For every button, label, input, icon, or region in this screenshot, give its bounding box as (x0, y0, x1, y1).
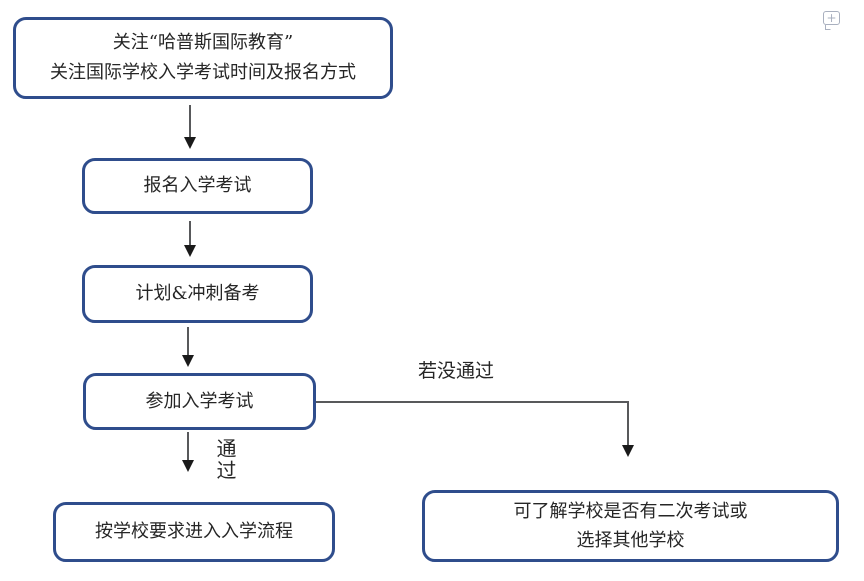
flow-node-retry-line1: 可了解学校是否有二次考试或 (513, 501, 748, 522)
flow-node-register: 报名入学考试 (82, 158, 313, 214)
arrow-register-to-plan (184, 221, 196, 257)
flow-node-admission: 按学校要求进入入学流程 (53, 502, 335, 562)
edge-label-fail: 若没通过 (418, 360, 495, 382)
flow-node-follow: 关注“哈普斯国际教育” 关注国际学校入学考试时间及报名方式 (13, 17, 393, 99)
flow-node-admission-label: 按学校要求进入入学流程 (95, 521, 293, 542)
flow-node-retry: 可了解学校是否有二次考试或 选择其他学校 (422, 490, 839, 562)
flow-node-retry-line2: 选择其他学校 (576, 530, 685, 551)
arrow-follow-to-register (184, 105, 196, 149)
flow-node-follow-line1: 关注“哈普斯国际教育” (112, 32, 294, 53)
flow-node-plan-label: 计划&冲刺备考 (135, 283, 260, 304)
flow-node-exam: 参加入学考试 (83, 373, 316, 430)
arrow-exam-to-admission (182, 432, 194, 472)
flow-node-follow-line2: 关注国际学校入学考试时间及报名方式 (50, 62, 356, 83)
flow-node-plan: 计划&冲刺备考 (82, 265, 313, 323)
flow-node-exam-label: 参加入学考试 (145, 390, 254, 412)
arrow-exam-fail-branch (316, 401, 634, 457)
edge-label-pass: 通过 (213, 438, 237, 482)
comment-add-icon[interactable]: + (823, 11, 840, 25)
arrow-plan-to-exam (182, 327, 194, 367)
flow-node-register-label: 报名入学考试 (143, 175, 252, 196)
